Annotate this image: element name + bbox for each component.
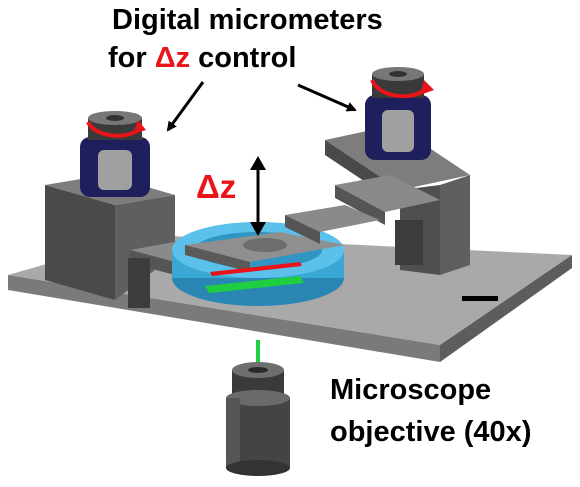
objective-label-line2: objective (40x) — [330, 416, 532, 448]
objective-icon — [226, 362, 290, 476]
left-micrometer — [80, 111, 150, 197]
objective-label-line1: Microscope — [330, 374, 492, 406]
micrometers-label-delta: Δz — [154, 42, 191, 74]
glass-slide — [205, 276, 304, 293]
left-housing — [45, 175, 230, 308]
scale-bar — [462, 296, 498, 301]
micrometers-label-line1: Digital micrometers — [112, 4, 383, 36]
micrometers-label-suffix: control — [190, 42, 297, 74]
right-housing — [325, 125, 470, 275]
right-micrometer — [365, 67, 434, 160]
sample-holder — [185, 205, 380, 293]
double-headed-arrow-icon — [250, 156, 266, 236]
micrometers-label-line2: for Δz control — [108, 42, 296, 75]
micrometers-label-prefix: for — [108, 42, 155, 74]
pointer-arrow-icon — [166, 81, 205, 132]
delta-z-label: Δz — [196, 168, 237, 205]
light-beam — [256, 340, 260, 370]
sample-red-layer — [210, 262, 302, 276]
